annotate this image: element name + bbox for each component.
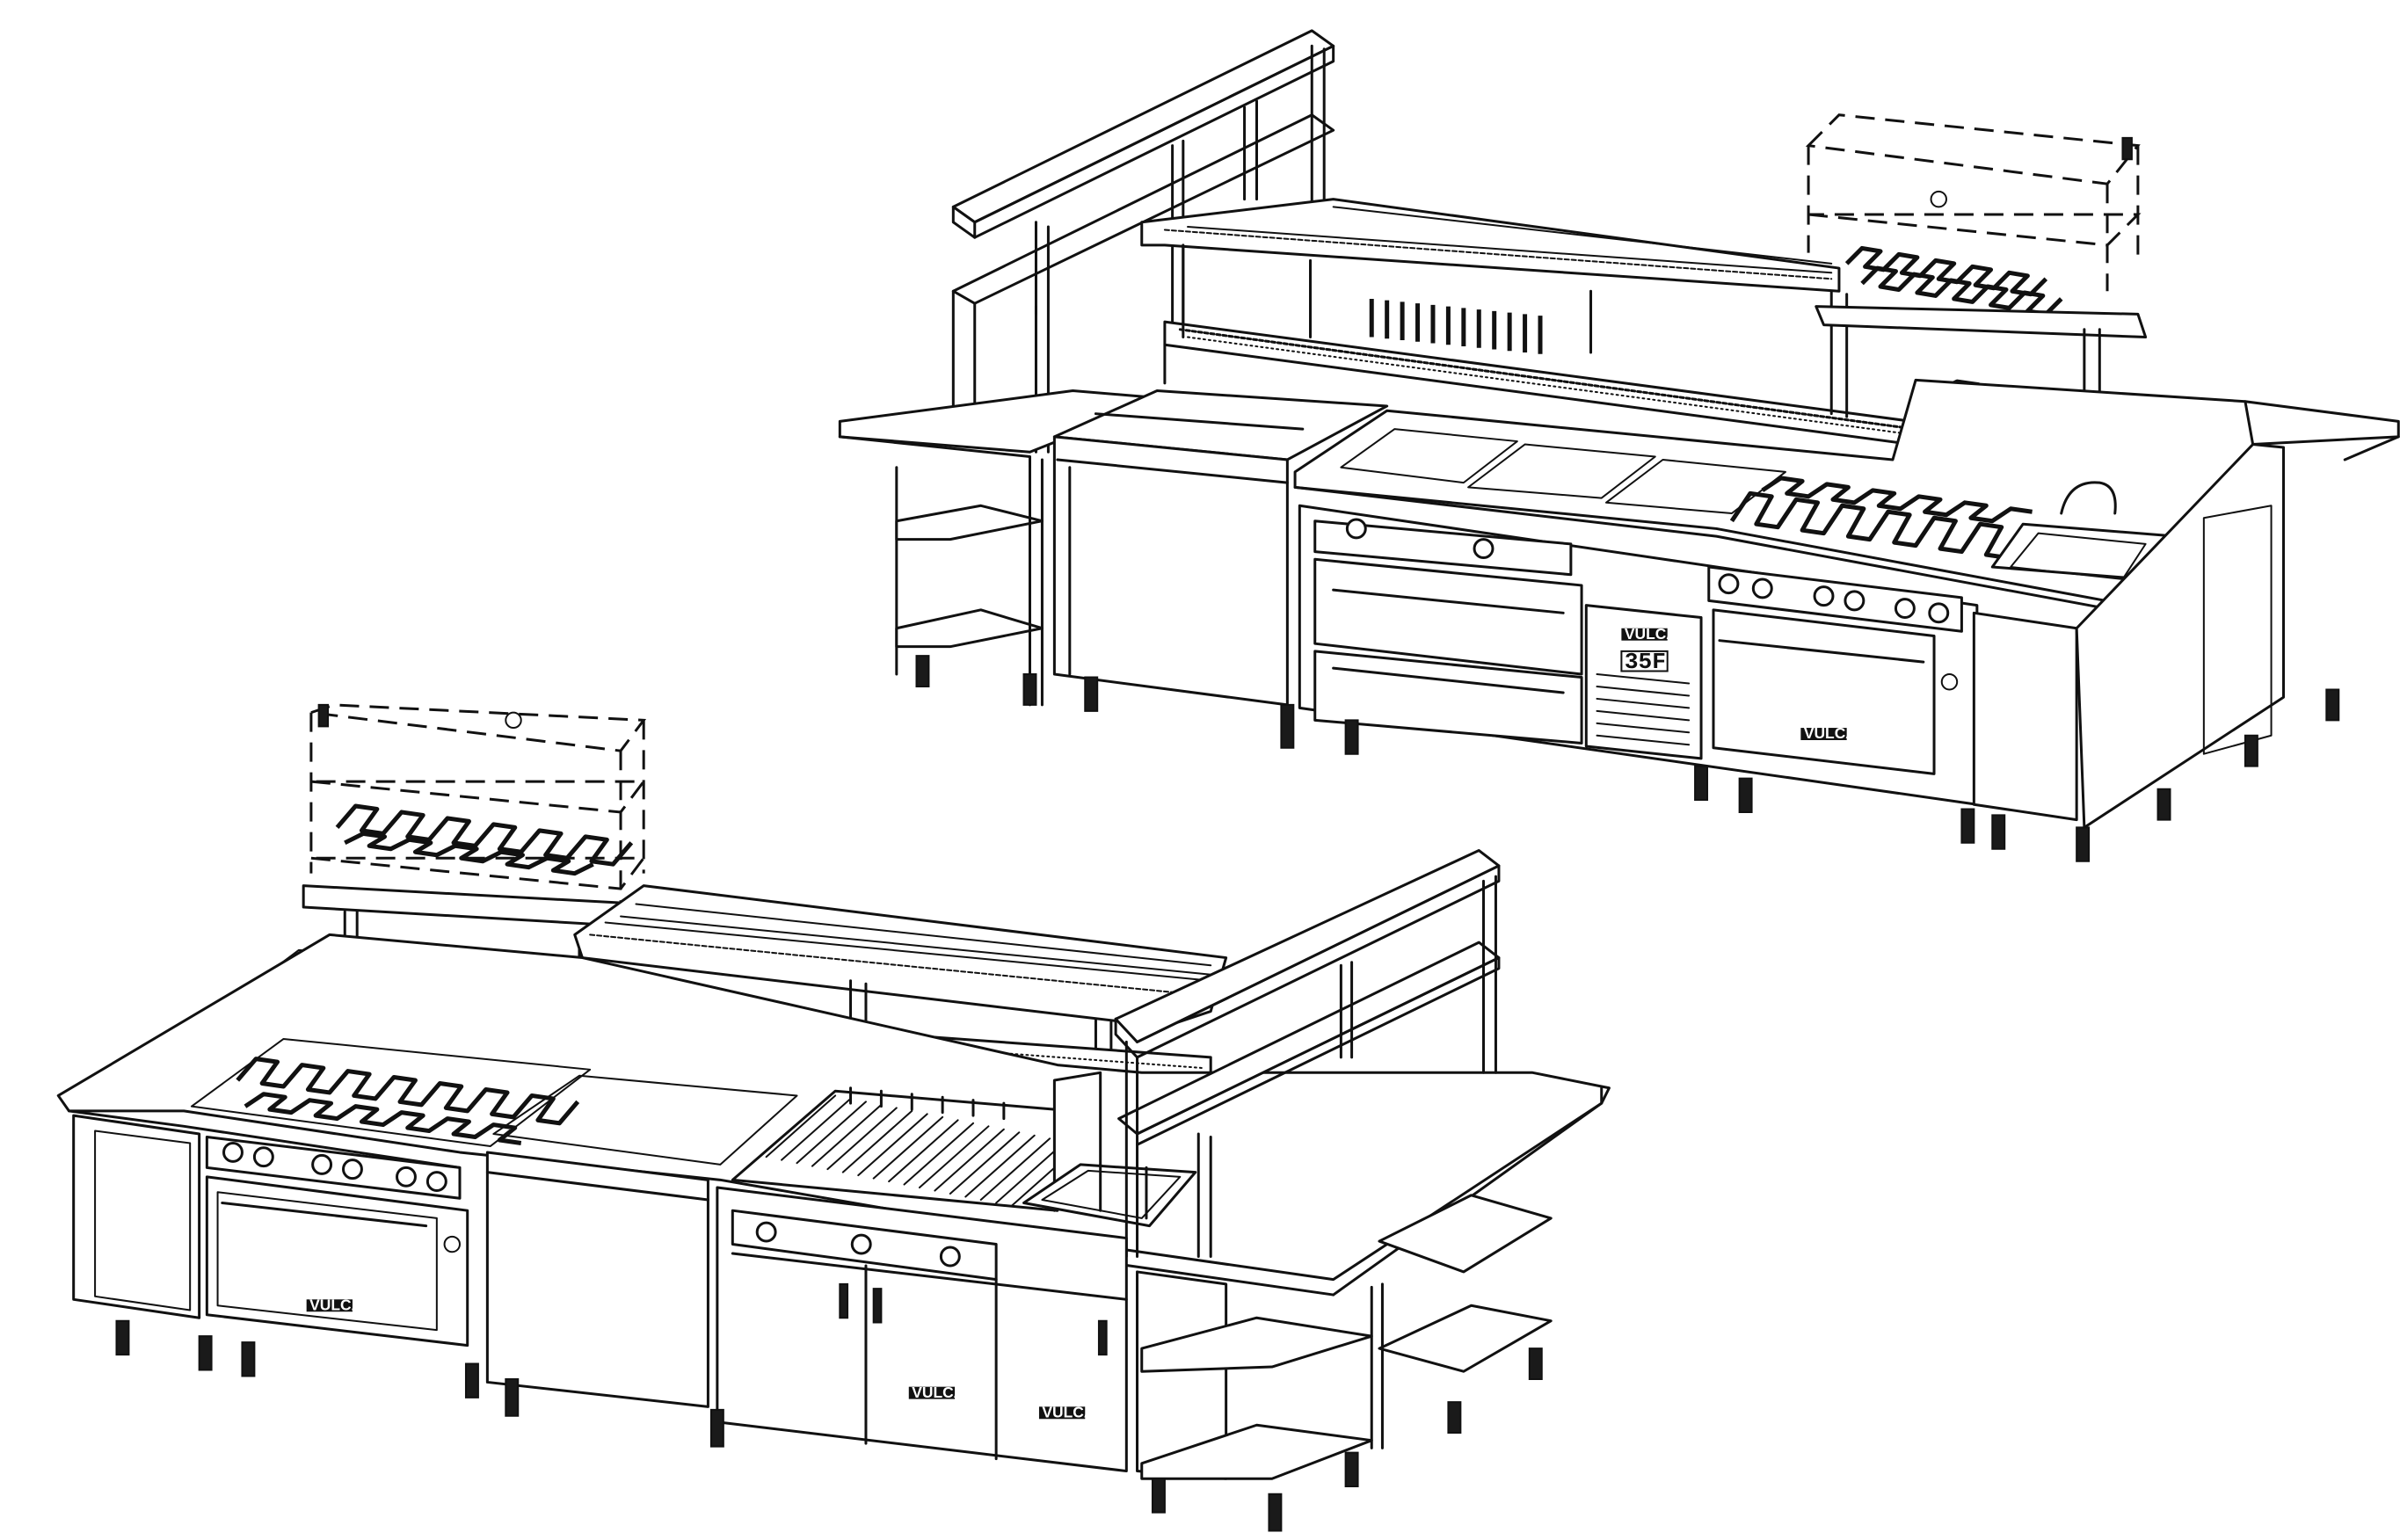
lower-wood-grill	[732, 1072, 1100, 1210]
upper-left-table	[840, 391, 1165, 705]
lower-griddle	[493, 1076, 796, 1165]
upper-legs	[1346, 689, 2339, 861]
lower-heat-lamp-dashed	[303, 705, 644, 1012]
upper-front-line: 35F VULCAN VULCAN	[1299, 445, 2283, 828]
upper-compressor-louvers	[1597, 674, 1690, 745]
lower-suite: VULCAN VULCAN VULCAN	[58, 705, 1609, 1531]
svg-text:VULCAN: VULCAN	[309, 1297, 374, 1314]
lower-charbroiler-grates	[192, 1039, 590, 1146]
lower-fryer-well	[1024, 1165, 1196, 1226]
upper-vulcan-badge-2: VULCAN	[1800, 724, 1867, 742]
svg-text:VULCAN: VULCAN	[1804, 724, 1868, 742]
lower-legs	[116, 1321, 1541, 1531]
upper-refrigerated-base	[1054, 391, 1386, 748]
lower-heat-lamp-bar	[575, 886, 1226, 1104]
upper-suite: 35F VULCAN VULCAN	[840, 31, 2398, 861]
upper-overshelf-left	[953, 31, 1333, 452]
svg-text:35F: 35F	[1625, 649, 1666, 675]
svg-text:VULCAN: VULCAN	[1042, 1404, 1106, 1421]
upper-vulcan-badge-1: VULCAN	[1621, 625, 1688, 643]
upper-griddle-plates	[1341, 429, 1785, 513]
lower-overshelf-right	[1116, 851, 1499, 1257]
upper-temperature-display: 35F	[1621, 649, 1667, 675]
upper-heat-lamp-bar	[1142, 200, 1847, 418]
svg-text:VULCAN: VULCAN	[1625, 625, 1689, 643]
svg-text:VULCAN: VULCAN	[912, 1384, 976, 1401]
lower-vulcan-badge-3: VULCAN	[1038, 1404, 1106, 1421]
lower-vulcan-badge-2: VULCAN	[908, 1384, 976, 1401]
lower-vulcan-badge-1: VULCAN	[306, 1297, 374, 1314]
lower-front-line: VULCAN VULCAN VULCAN	[74, 1115, 1552, 1478]
